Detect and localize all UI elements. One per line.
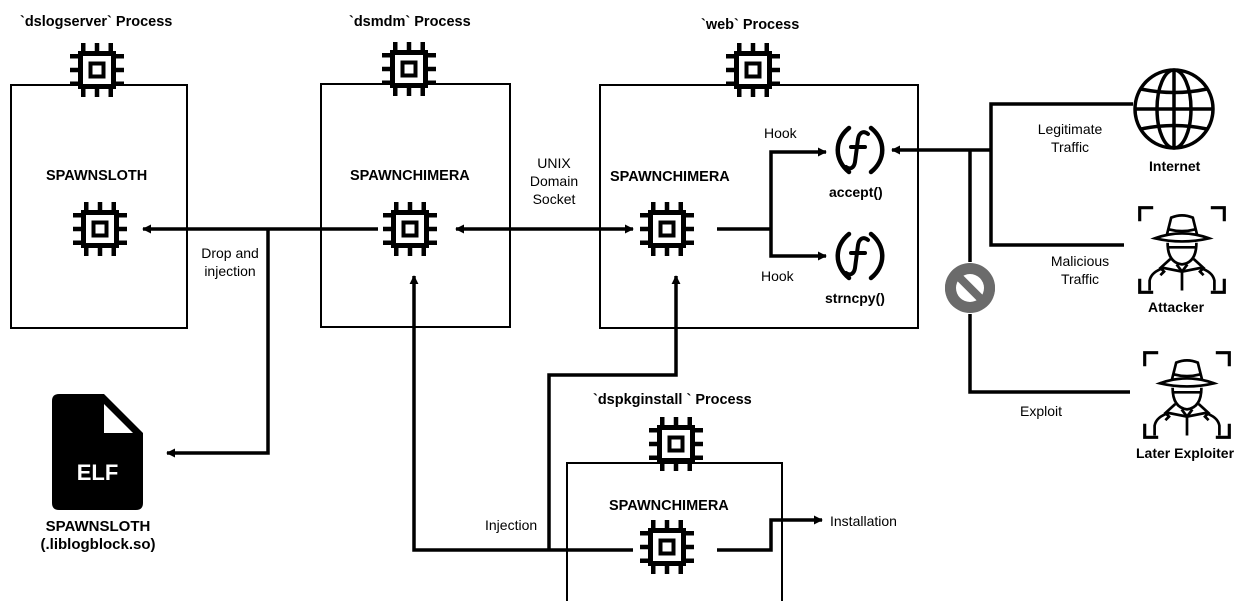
later-exploiter-spy-icon	[1143, 351, 1231, 439]
dspkginstall-spawnchimera-chip-icon	[640, 520, 694, 574]
installation-arrow	[717, 515, 823, 552]
elf-badge-label: ELF	[76, 460, 119, 485]
dsmdm-process-title: `dsmdm` Process	[349, 14, 471, 30]
internet-traffic-line	[989, 102, 1133, 150]
web-spawnchimera-chip-icon	[640, 202, 694, 256]
attacker-spy-icon	[1138, 206, 1226, 294]
web-process-title: `web` Process	[701, 17, 800, 33]
drop-to-elf-arrow	[166, 229, 270, 458]
hook-accept-arrow	[769, 147, 827, 229]
web-process-icon	[726, 43, 780, 97]
injection-dsmdm-arrow	[409, 275, 633, 552]
hook-bottom-label: Hook	[761, 268, 794, 284]
dspkginstall-spawnchimera-label: SPAWNCHIMERA	[609, 498, 729, 514]
globe-icon	[1133, 68, 1215, 150]
exploit-line	[968, 150, 1130, 394]
later-exploiter-label: Later Exploiter	[1136, 445, 1234, 461]
dslogserver-process-icon	[70, 43, 124, 97]
elf-name-label: SPAWNSLOTH	[45, 518, 151, 535]
dsmdm-process-icon	[382, 42, 436, 96]
elf-file-icon	[52, 394, 143, 510]
spawnsloth-label: SPAWNSLOTH	[46, 168, 148, 184]
dsmdm-spawnchimera-chip-icon	[383, 202, 437, 256]
dspkginstall-process-title: `dspkginstall ` Process	[593, 392, 752, 408]
spawnsloth-chip-icon	[73, 202, 127, 256]
internet-label: Internet	[1149, 158, 1201, 174]
attacker-traffic-line	[989, 150, 1124, 247]
strncpy-function-icon	[838, 234, 883, 278]
strncpy-label: strncpy()	[825, 290, 885, 306]
injection-label: Injection	[485, 517, 538, 533]
injection-web-arrow	[547, 275, 681, 550]
dsmdm-spawnchimera-label: SPAWNCHIMERA	[350, 168, 470, 184]
dspkginstall-process-icon	[649, 417, 703, 471]
attacker-label: Attacker	[1148, 299, 1205, 315]
accept-label: accept()	[829, 184, 883, 200]
web-spawnchimera-label: SPAWNCHIMERA	[610, 169, 730, 185]
exploit-label: Exploit	[1020, 403, 1063, 419]
hook-top-label: Hook	[764, 125, 797, 141]
hook-strncpy-arrow	[769, 229, 827, 261]
dslogserver-process-title: `dslogserver` Process	[20, 14, 173, 30]
elf-file-label: (.liblogblock.so)	[40, 536, 156, 553]
installation-label: Installation	[830, 513, 897, 529]
accept-function-icon	[838, 128, 883, 172]
